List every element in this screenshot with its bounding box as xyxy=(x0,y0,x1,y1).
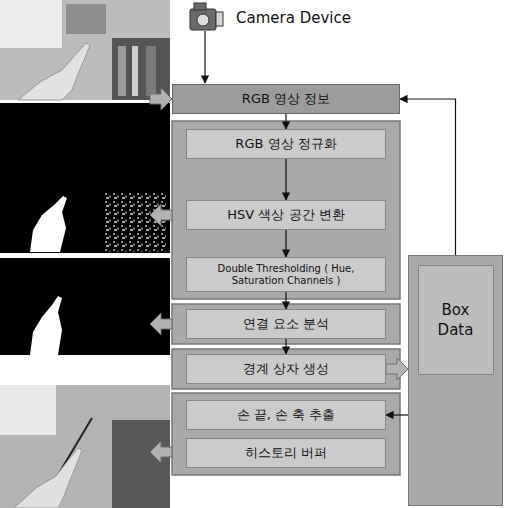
hand-mask xyxy=(30,196,67,252)
flow-arrow xyxy=(285,114,286,129)
photo-object xyxy=(66,4,106,34)
process-box: RGB 영상 정보 xyxy=(172,84,400,114)
threshold-image xyxy=(0,103,170,253)
process-box: 연결 요소 분석 xyxy=(186,309,386,339)
camera-icon xyxy=(190,9,216,30)
group-frame xyxy=(172,349,400,389)
block-arrow xyxy=(150,441,172,463)
hand-photo xyxy=(18,43,90,100)
box-label: 히스토리 버퍼 xyxy=(245,445,327,461)
panel-title: Box Data xyxy=(418,265,494,375)
box-label: HSV 색상 공간 변환 xyxy=(227,207,344,223)
process-box: 히스토리 버퍼 xyxy=(186,438,386,468)
hand-mask xyxy=(30,296,62,355)
process-box: HSV 색상 공간 변환 xyxy=(186,200,386,230)
group-frame xyxy=(172,121,400,299)
flow-arrow xyxy=(285,159,286,200)
flow-arrow xyxy=(285,339,286,354)
block-arrow xyxy=(150,313,172,335)
flow-arrow xyxy=(400,99,456,255)
block-arrow xyxy=(150,88,172,110)
box-label: RGB 영상 정규화 xyxy=(235,136,336,152)
box-label: RGB 영상 정보 xyxy=(242,91,330,107)
camera-lens xyxy=(197,14,209,26)
process-box: 손 끝, 손 축 추출 xyxy=(186,400,386,430)
block-arrow xyxy=(150,204,172,226)
camera-icon xyxy=(216,12,223,26)
block-arrow xyxy=(386,358,408,380)
photo-window xyxy=(0,0,62,48)
photo-book xyxy=(146,46,156,96)
box-label: 손 끝, 손 축 추출 xyxy=(237,407,336,423)
box-label: Double Thresholding ( Hue, Saturation Ch… xyxy=(196,263,376,287)
box-label: 연결 요소 분석 xyxy=(243,316,329,332)
flow-arrow xyxy=(285,292,286,309)
photo-book xyxy=(132,46,138,96)
hand-photo xyxy=(14,448,82,508)
camera-photo xyxy=(0,0,170,100)
component-image xyxy=(0,258,170,355)
camera-icon xyxy=(194,3,206,10)
camera-line xyxy=(204,31,205,83)
result-photo xyxy=(0,385,170,508)
device-label: Camera Device xyxy=(236,9,351,27)
process-box: 경계 상자 생성 xyxy=(186,354,386,384)
flow-arrow xyxy=(386,414,408,415)
group-frame xyxy=(172,304,400,344)
photo-book xyxy=(118,46,126,96)
box-label: 경계 상자 생성 xyxy=(243,361,329,377)
process-box: Double Thresholding ( Hue, Saturation Ch… xyxy=(186,257,386,292)
flow-arrow xyxy=(285,230,286,257)
data-panel: Box Data xyxy=(408,255,503,506)
photo-window xyxy=(0,385,56,435)
process-box: RGB 영상 정규화 xyxy=(186,129,386,159)
group-frame xyxy=(172,393,400,475)
